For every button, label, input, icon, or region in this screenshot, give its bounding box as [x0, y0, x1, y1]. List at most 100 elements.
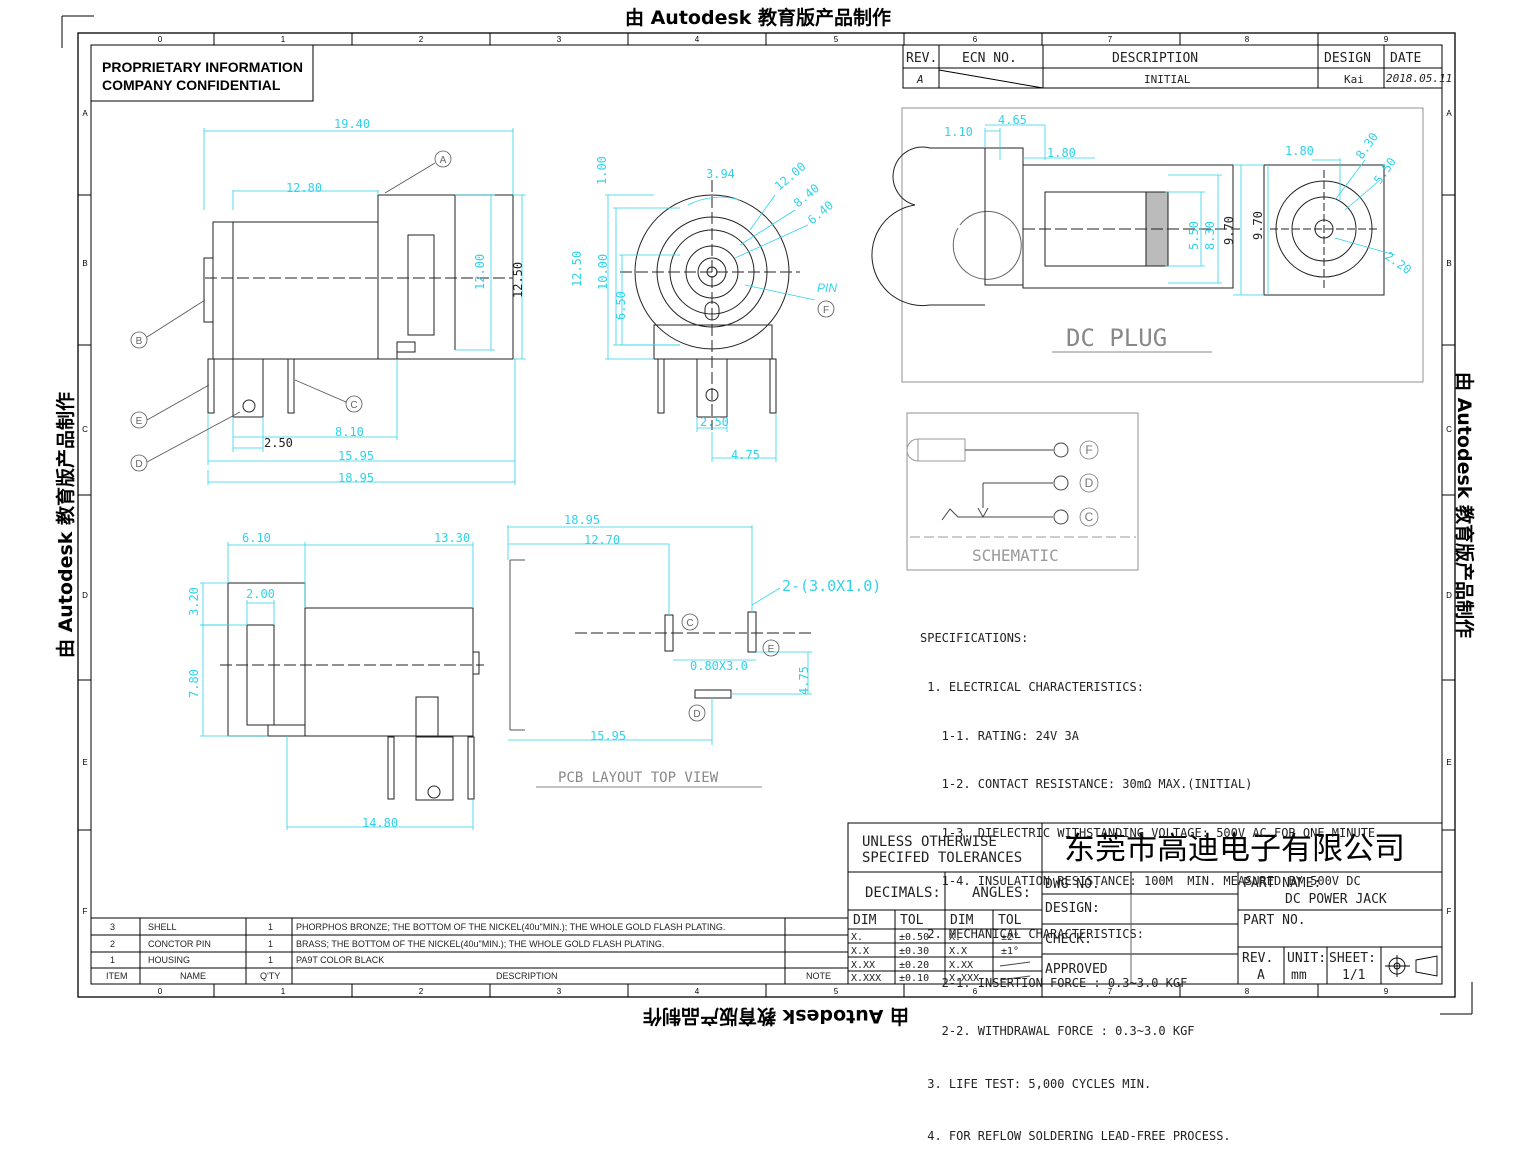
callout-e-circle [130, 411, 148, 429]
dim-8-10: 8.10 [335, 425, 364, 439]
schematic: F D C SCHEMATIC [906, 412, 1139, 571]
pcb-callout-e-circle [762, 639, 780, 657]
dim-pcb-0-80x3: 0.80X3.0 [690, 659, 748, 673]
dim-12-00: 12.00 [473, 254, 487, 290]
dim-3-94: 3.94 [706, 167, 735, 181]
dim-13-30: 13.30 [434, 531, 470, 545]
tol-header-dim1: DIM [853, 913, 877, 928]
bom-header-qty: Q'TY [260, 971, 280, 981]
callout-e: E [136, 416, 143, 427]
tol-header-tol2: TOL [998, 913, 1022, 928]
angles-label: ANGLES: [972, 885, 1031, 901]
dim-pcb-slots: 2-(3.0X1.0) [782, 577, 881, 595]
callout-a: A [440, 155, 447, 166]
bom-row3-item: 3 [110, 922, 115, 932]
dim-7-80: 7.80 [187, 669, 201, 698]
tol-header-dim2: DIM [950, 913, 974, 928]
zone-row-D: D [82, 591, 88, 600]
plug-end-dim-8-30: 8.30 [1353, 130, 1381, 162]
sheet-value: 1/1 [1342, 968, 1365, 983]
design-label: DESIGN: [1045, 901, 1100, 916]
rev-label: REV. [1242, 951, 1273, 966]
company-name: 东莞市高迪电子有限公司 [1064, 831, 1405, 867]
spec-line: 1-1. RATING: 24V 3A [920, 728, 1079, 743]
part-no-label: PART NO. [1243, 913, 1306, 928]
zone-row-B: B [82, 259, 87, 268]
bom-row3-desc: PHORPHOS BRONZE; THE BOTTOM OF THE NICKE… [296, 922, 725, 932]
callout-f: F [823, 305, 829, 316]
tol-r4-dim: X.XXX [851, 973, 881, 984]
pcb-layout-title: PCB LAYOUT TOP VIEW [558, 770, 719, 786]
tolerance-note-line1: UNLESS OTHERWISE [862, 834, 997, 850]
rev-row-date: 2018.05.11 [1386, 72, 1452, 85]
dim-12-80: 12.80 [286, 181, 322, 195]
dwg-no-label: DWG NO. [1045, 877, 1100, 892]
tol-r3-dim: X.XX [851, 960, 875, 971]
spec-line: 1-3. DIELECTRIC WITHSTANDING VOLTAGE: 50… [920, 825, 1376, 840]
part-name-label: PART NAME: [1243, 876, 1321, 891]
schematic-c: C [1085, 510, 1094, 524]
zone-col-6: 6 [973, 35, 978, 44]
bom-row2-desc: BRASS; THE BOTTOM OF THE NICKEL(40u"MIN.… [296, 939, 664, 949]
zone-row-F-right: F [1447, 907, 1452, 916]
zone-col-7-bottom: 7 [1108, 987, 1113, 996]
proprietary-box [90, 44, 314, 102]
bom-header-name: NAME [180, 971, 206, 981]
callout-a-circle [434, 150, 452, 168]
pcb-callout-c: C [686, 618, 693, 629]
dim-1-00: 1.00 [595, 156, 609, 185]
zone-col-2: 2 [419, 35, 424, 44]
tol-r2-tol: ±0.30 [899, 946, 929, 957]
watermark-left: 由 Autodesk 教育版产品制作 [54, 392, 77, 658]
part-name: DC POWER JACK [1285, 892, 1387, 907]
dim-19-40: 19.40 [334, 117, 370, 131]
dim-12-50: 12.50 [511, 262, 525, 298]
revision-block [902, 44, 1443, 89]
bom-header-note: NOTE [806, 971, 831, 981]
trim-marks [61, 15, 1473, 1015]
dim-2-50-front: 2.50 [700, 415, 729, 429]
tol-r4-dim2: X.XXX [949, 973, 979, 984]
tol-r2-dim2: X.X [949, 946, 967, 957]
rev-header-rev: REV. [906, 51, 937, 66]
zone-row-C-right: C [1446, 425, 1452, 434]
zone-row-E-right: E [1446, 758, 1451, 767]
decimals-label: DECIMALS: [865, 885, 941, 901]
title-block [847, 822, 1443, 985]
tol-r3-dim2: X.XX [949, 960, 973, 971]
bom-row1-name: HOUSING [148, 955, 190, 965]
pcb-callout-e: E [768, 644, 775, 655]
zone-row-F: F [83, 907, 88, 916]
pcb-callout-d: D [693, 709, 700, 720]
plug-dim-8-30: 8.30 [1203, 221, 1217, 250]
zone-col-0: 0 [158, 35, 163, 44]
watermark-right: 由 Autodesk 教育版产品制作 [1453, 372, 1476, 638]
dim-pcb-4-75: 4.75 [797, 666, 811, 695]
spec-line: 2-2. WITHDRAWAL FORCE : 0.3~3.0 KGF [920, 1024, 1195, 1039]
rev-header-design: DESIGN [1324, 51, 1371, 66]
rev-header-description: DESCRIPTION [1112, 51, 1198, 66]
bom-row3-name: SHELL [148, 922, 177, 932]
watermark-bottom: 由 Autodesk 教育版产品制作 [643, 1005, 909, 1028]
schematic-c-circle [1079, 507, 1099, 527]
dim-6-10: 6.10 [242, 531, 271, 545]
front-view: 1.00 3.94 12.00 8.40 6.40 12.50 10.00 6.… [570, 156, 837, 462]
bom-row1-desc: PA9T COLOR BLACK [296, 955, 384, 965]
zone-row-A: A [82, 109, 88, 118]
rev-row-description: INITIAL [1144, 73, 1191, 86]
rev-header-date: DATE [1390, 51, 1421, 66]
approved-label: APPROVED [1045, 962, 1108, 977]
rev-header-ecn: ECN NO. [962, 51, 1017, 66]
tol-r1-tol2: ±2° [1001, 932, 1019, 943]
tol-r4-tol: ±0.10 [899, 973, 929, 984]
zone-col-9: 9 [1384, 35, 1389, 44]
callout-c: C [350, 400, 357, 411]
callout-f-circle [817, 300, 835, 318]
check-label: CHECK: [1045, 932, 1092, 947]
zone-col-5-bottom: 5 [834, 987, 839, 996]
tolerance-note-line2: SPECIFED TOLERANCES [862, 850, 1022, 866]
zone-col-5: 5 [834, 35, 839, 44]
spec-line: 1-2. CONTACT RESISTANCE: 30mΩ MAX.(INITI… [920, 777, 1253, 792]
specifications: SPECIFICATIONS: 1. ELECTRICAL CHARACTERI… [920, 598, 1375, 1161]
plug-dim-1-10: 1.10 [944, 125, 973, 139]
